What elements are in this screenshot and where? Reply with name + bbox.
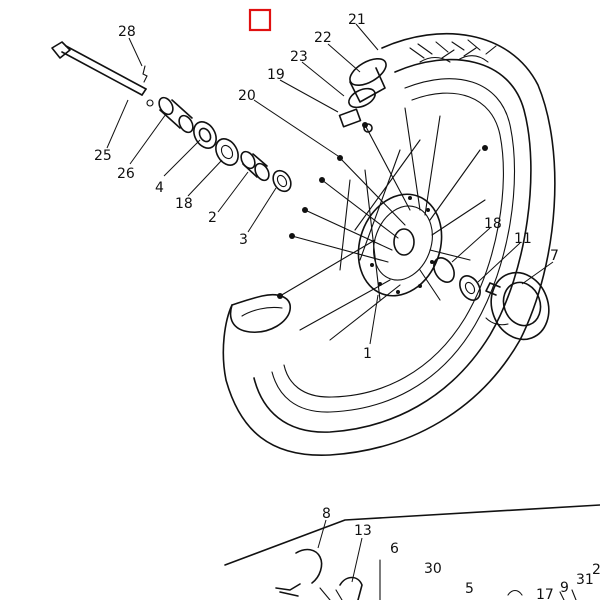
callout-6: 6 (390, 541, 399, 557)
lower-assembly-fragment (224, 504, 600, 600)
callout-3: 3 (239, 232, 248, 248)
callout-2b: 2 (592, 562, 600, 578)
callout-18b: 18 (484, 216, 502, 232)
collar-26 (158, 96, 194, 134)
oil-seal-4 (193, 121, 217, 149)
spacer-2 (240, 150, 270, 182)
callout-25: 25 (94, 148, 112, 164)
rim-outer (271, 78, 516, 413)
rim-inner (283, 92, 504, 398)
bearing-18 (215, 138, 239, 166)
tire-tread (409, 39, 497, 63)
circlip-3 (272, 169, 292, 193)
tube-valve-parts (338, 57, 387, 133)
callout-26: 26 (117, 166, 135, 182)
front-axle (51, 41, 147, 96)
callout-5: 5 (465, 581, 474, 597)
callout-20: 20 (238, 88, 256, 104)
wheel-assembly (222, 32, 556, 456)
callout-13: 13 (354, 523, 372, 539)
callout-31: 31 (576, 572, 594, 588)
callout-4: 4 (155, 180, 164, 196)
tire-inner-edge (253, 58, 532, 433)
callout-1: 1 (363, 346, 372, 362)
tire-cutaway (229, 294, 291, 333)
callout-7: 7 (550, 248, 559, 264)
callout-28: 28 (118, 24, 136, 40)
callout-18: 18 (175, 196, 193, 212)
callout-11: 11 (514, 231, 532, 247)
wheel-hub (357, 193, 443, 297)
callout-30: 30 (424, 561, 442, 577)
callout-21: 21 (348, 12, 366, 28)
wheel-spokes (279, 107, 486, 341)
callout-labels: 21 22 23 19 20 28 25 26 4 18 2 3 18 11 7… (94, 12, 600, 600)
callout-23: 23 (290, 49, 308, 65)
speedometer-gear-unit (485, 271, 550, 341)
tire-outline (222, 32, 556, 456)
callout-17: 17 (536, 587, 554, 600)
callout-8: 8 (322, 506, 331, 522)
cotter-pin (142, 65, 154, 107)
callout-9: 9 (560, 580, 569, 596)
spoke-nipples (277, 122, 488, 299)
selection-marker[interactable] (248, 8, 272, 32)
callout-19: 19 (267, 67, 285, 83)
callout-2: 2 (208, 210, 217, 226)
callout-22: 22 (314, 30, 332, 46)
leader-lines (106, 23, 554, 583)
bearing-18-right (433, 257, 481, 301)
